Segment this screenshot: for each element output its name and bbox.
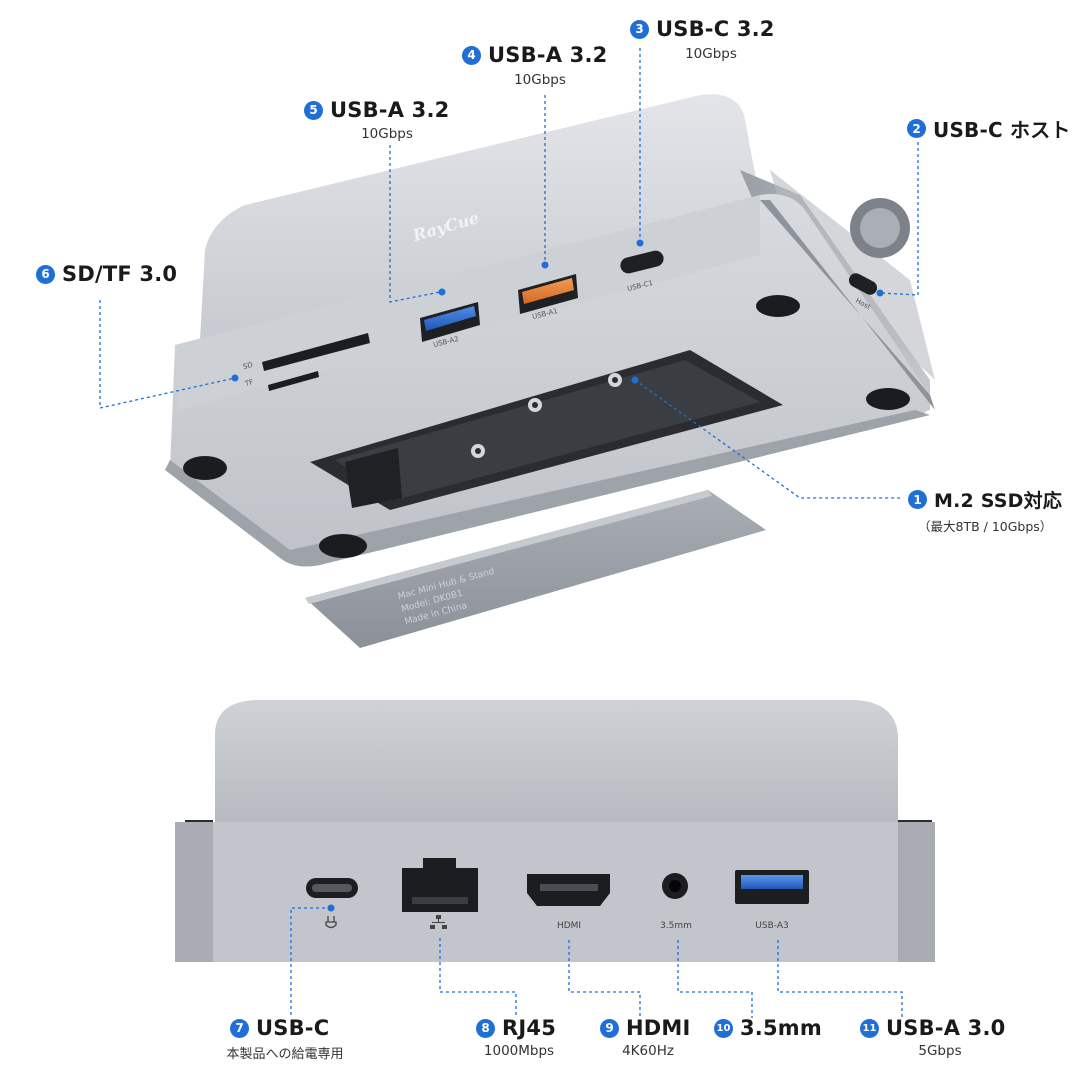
top-device-illustration bbox=[99, 48, 935, 648]
callout-title: USB-C 3.2 bbox=[656, 17, 775, 41]
callout-9: 9 HDMI bbox=[600, 1016, 691, 1040]
callout-number-badge: 8 bbox=[476, 1018, 495, 1038]
callout-7-sub: 本製品への給電専用 bbox=[226, 1047, 344, 1062]
callout-1: 1 M.2 SSD対応 bbox=[908, 486, 1062, 513]
callout-2: 2 USB-C ホスト bbox=[907, 114, 1071, 143]
callout-number-badge: 2 bbox=[907, 119, 926, 138]
callout-7: 7 USB-C bbox=[230, 1016, 329, 1040]
usb-a3-port-label: USB-A3 bbox=[755, 921, 789, 931]
network-icon bbox=[430, 915, 447, 929]
hdmi-port-label: HDMI bbox=[556, 921, 582, 931]
m2-cover-plate bbox=[305, 490, 766, 648]
usb-c1-port bbox=[620, 250, 664, 274]
callout-title: USB-A 3.2 bbox=[488, 43, 608, 67]
callout-number-badge: 7 bbox=[230, 1018, 249, 1038]
callout-4-sub: 10Gbps bbox=[514, 72, 566, 88]
callout-8-sub: 1000Mbps bbox=[483, 1043, 555, 1059]
callout-10: 10 3.5mm bbox=[714, 1016, 822, 1040]
callout-number-badge: 9 bbox=[600, 1018, 619, 1038]
usb-c-host-port bbox=[848, 273, 878, 295]
callout-title: HDMI bbox=[626, 1016, 691, 1040]
callout-1-sub: （最大8TB / 10Gbps） bbox=[918, 519, 1053, 534]
callout-title: SD/TF 3.0 bbox=[62, 262, 178, 286]
callout-5: 5 USB-A 3.2 bbox=[304, 98, 449, 122]
callout-3: 3 USB-C 3.2 bbox=[630, 17, 775, 41]
callout-11-sub: 5Gbps bbox=[918, 1043, 962, 1059]
callout-title: USB-C ホスト bbox=[933, 118, 1071, 142]
tf-slot bbox=[268, 371, 319, 391]
callout-title: RJ45 bbox=[502, 1016, 557, 1040]
callout-title: USB-C bbox=[256, 1016, 330, 1040]
callout-title: USB-A 3.2 bbox=[330, 98, 450, 122]
callout-number-badge: 11 bbox=[860, 1018, 879, 1038]
bottom-device-illustration bbox=[175, 700, 935, 1018]
callout-5-sub: 10Gbps bbox=[361, 126, 413, 142]
callout-title: 3.5mm bbox=[740, 1016, 822, 1040]
callout-8: 8 RJ45 bbox=[476, 1016, 556, 1040]
callout-number-badge: 4 bbox=[462, 45, 481, 65]
callout-number-badge: 5 bbox=[304, 100, 323, 120]
callout-number-badge: 10 bbox=[714, 1018, 733, 1038]
power-plug-icon bbox=[325, 916, 337, 929]
sd-slot bbox=[262, 333, 370, 371]
callout-number-badge: 3 bbox=[630, 19, 649, 39]
callout-number-badge: 1 bbox=[908, 490, 927, 509]
callout-number-badge: 6 bbox=[36, 264, 55, 284]
callout-11: 11 USB-A 3.0 bbox=[860, 1016, 1005, 1040]
bottom-stand-back bbox=[215, 700, 898, 830]
callout-title: M.2 SSD対応 bbox=[934, 490, 1063, 512]
callout-4: 4 USB-A 3.2 bbox=[462, 43, 607, 67]
callout-6: 6 SD/TF 3.0 bbox=[36, 262, 177, 286]
callout-3-sub: 10Gbps bbox=[685, 46, 737, 62]
audio-port-label: 3.5mm bbox=[660, 921, 692, 931]
callout-title: USB-A 3.0 bbox=[886, 1016, 1006, 1040]
callout-9-sub: 4K60Hz bbox=[622, 1043, 674, 1059]
